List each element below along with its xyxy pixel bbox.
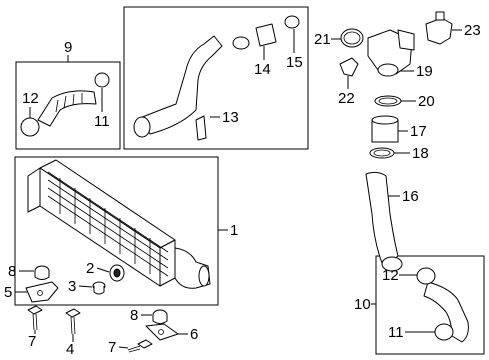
clamp-20 bbox=[374, 95, 402, 107]
callout-label: 14 bbox=[254, 61, 271, 78]
callout-5: 5 bbox=[4, 284, 27, 301]
callout-12-group9: 12 bbox=[22, 90, 39, 118]
callout-label: 8 bbox=[130, 307, 138, 324]
rubber-mount-8-left bbox=[34, 265, 50, 280]
callout-label: 6 bbox=[190, 326, 198, 343]
callout-label: 11 bbox=[94, 113, 110, 130]
rubber-mount-8-right bbox=[152, 309, 168, 324]
callout-label: 7 bbox=[28, 333, 36, 350]
group-box-hose-10 bbox=[375, 255, 485, 355]
callout-11-group10: 11 bbox=[388, 324, 435, 341]
callout-3: 3 bbox=[68, 278, 93, 295]
callout-22: 22 bbox=[338, 76, 355, 107]
callout-13: 13 bbox=[210, 109, 239, 126]
callout-label: 8 bbox=[8, 263, 16, 280]
clamp-18 bbox=[369, 147, 395, 159]
callout-18: 18 bbox=[394, 145, 429, 162]
callout-label: 23 bbox=[464, 22, 481, 39]
callout-11-group9: 11 bbox=[94, 88, 110, 130]
callout-label: 3 bbox=[68, 278, 76, 295]
callout-label: 9 bbox=[64, 39, 72, 56]
grommet-2 bbox=[109, 264, 125, 282]
bracket-5 bbox=[25, 281, 59, 303]
callout-label: 21 bbox=[314, 31, 331, 48]
bolt-7-right bbox=[127, 339, 153, 353]
callout-2: 2 bbox=[86, 260, 110, 277]
callout-label: 13 bbox=[222, 109, 239, 126]
callout-7-left: 7 bbox=[28, 330, 36, 350]
callout-label: 4 bbox=[66, 341, 74, 358]
callout-6: 6 bbox=[178, 326, 198, 343]
callout-label: 11 bbox=[388, 324, 404, 341]
hose-9 bbox=[20, 72, 110, 137]
callout-23: 23 bbox=[452, 22, 481, 39]
callout-10: 10 bbox=[354, 296, 376, 313]
callout-label: 12 bbox=[382, 267, 399, 284]
callout-label: 12 bbox=[22, 90, 39, 107]
charge-pipe-13 bbox=[133, 15, 300, 141]
callout-label: 10 bbox=[354, 296, 371, 313]
sensor-22 bbox=[339, 57, 359, 77]
oring-21 bbox=[340, 28, 364, 48]
intercooler bbox=[27, 159, 211, 289]
group-box-intercooler bbox=[14, 156, 219, 306]
callout-label: 17 bbox=[410, 123, 427, 140]
callout-16: 16 bbox=[388, 188, 419, 205]
callout-7-right: 7 bbox=[108, 339, 129, 356]
callout-label: 2 bbox=[86, 260, 94, 277]
actuator-23 bbox=[425, 11, 453, 45]
callout-15: 15 bbox=[286, 29, 303, 71]
group-box-pipe-13 bbox=[123, 6, 309, 150]
callout-9: 9 bbox=[64, 39, 72, 62]
callout-8-left: 8 bbox=[8, 263, 34, 280]
callout-1: 1 bbox=[218, 222, 238, 239]
throttle-housing-19 bbox=[367, 29, 415, 77]
hose-16 bbox=[365, 171, 403, 272]
callout-label: 18 bbox=[412, 145, 429, 162]
bolt-7-left bbox=[27, 305, 43, 331]
callout-label: 1 bbox=[230, 222, 238, 239]
callout-12-group10: 12 bbox=[382, 267, 417, 284]
bracket-6 bbox=[145, 323, 179, 341]
callout-label: 5 bbox=[4, 284, 12, 301]
bushing-3 bbox=[92, 281, 106, 295]
callout-19: 19 bbox=[400, 63, 433, 80]
coupler-17 bbox=[371, 115, 399, 143]
callout-20: 20 bbox=[401, 93, 435, 110]
callout-label: 19 bbox=[416, 63, 433, 80]
callout-label: 7 bbox=[108, 339, 116, 356]
callout-label: 22 bbox=[338, 90, 355, 107]
callout-21: 21 bbox=[314, 31, 341, 48]
callout-4: 4 bbox=[66, 334, 74, 358]
callout-label: 15 bbox=[286, 54, 303, 71]
hose-10 bbox=[416, 267, 469, 343]
bolt-4 bbox=[65, 308, 81, 335]
callout-8-right: 8 bbox=[130, 307, 152, 324]
callout-14: 14 bbox=[254, 46, 271, 78]
callout-label: 16 bbox=[402, 188, 419, 205]
callout-label: 20 bbox=[418, 93, 435, 110]
callout-17: 17 bbox=[398, 123, 427, 140]
